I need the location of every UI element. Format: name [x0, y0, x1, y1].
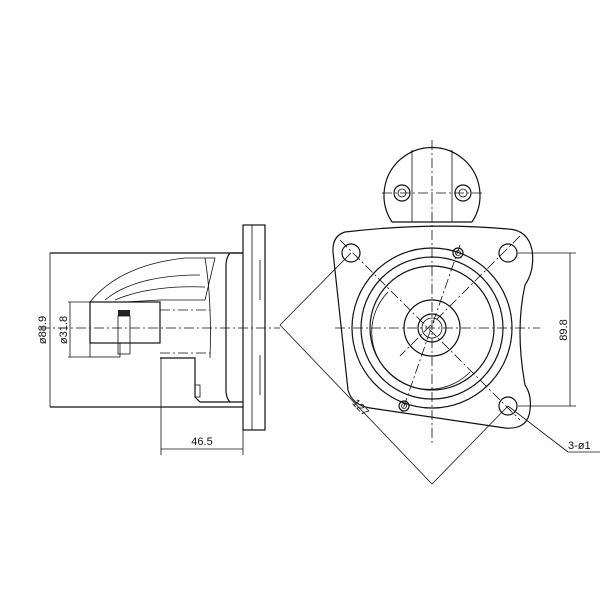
mount-hole	[341, 243, 361, 263]
nose-housing-section	[89, 257, 216, 303]
bolt-circle-label: 127	[349, 397, 370, 419]
front-view	[332, 140, 540, 445]
mount-hole	[498, 396, 518, 416]
hub	[403, 299, 461, 357]
pilot-diameter-label: ø31.8	[58, 316, 70, 344]
side-view	[40, 224, 280, 431]
front-dimensions: 89.8 127 3-ø1	[279, 252, 600, 485]
front-flange	[332, 225, 534, 429]
seal-ring	[118, 310, 130, 316]
holes-label: 3-ø1	[568, 440, 591, 452]
side-dimensions: ø88.9 ø31.8 46.5	[37, 253, 244, 455]
mounting-flange	[242, 224, 266, 431]
hole-spacing-label: 89.8	[558, 319, 570, 340]
mount-hole	[498, 243, 518, 263]
flange-to-nose-label: 46.5	[191, 436, 212, 448]
outer-diameter-label: ø88.9	[37, 316, 49, 344]
